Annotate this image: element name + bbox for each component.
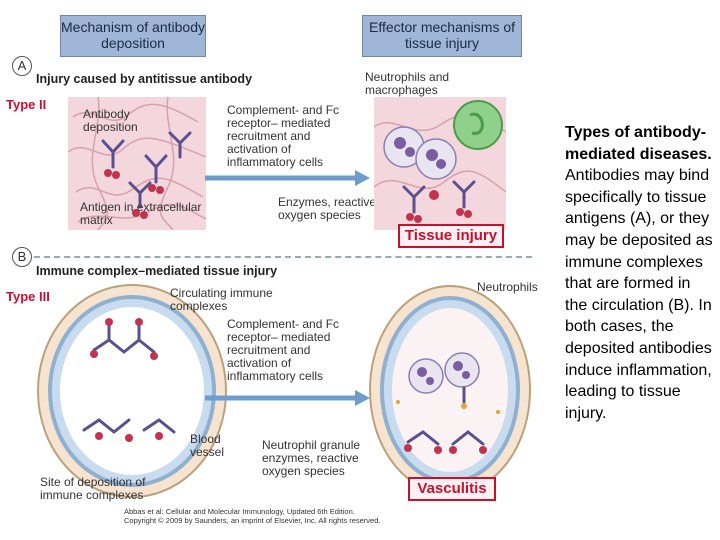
tissue-injury-badge: Tissue injury bbox=[398, 224, 504, 248]
vasculitis-illustration bbox=[369, 285, 531, 495]
mechanism-header: Mechanism of antibody deposition bbox=[60, 15, 206, 57]
type-iii-label: Type III bbox=[6, 289, 50, 304]
blood-vessel-illustration bbox=[37, 284, 227, 498]
antibody-deposition-label: Antibody deposition bbox=[83, 107, 138, 134]
neutrophils-label: Neutrophils bbox=[477, 280, 538, 294]
section-a-letter: A bbox=[12, 56, 32, 76]
circulating-label: Circulating immune complexes bbox=[170, 286, 273, 313]
copyright-line-1: Abbas et al: Cellular and Molecular Immu… bbox=[124, 507, 355, 516]
arrow-b-icon bbox=[205, 390, 370, 406]
section-b-title: Immune complex–mediated tissue injury bbox=[36, 264, 278, 278]
site-label: Site of deposition of immune complexes bbox=[40, 475, 146, 502]
section-divider bbox=[34, 256, 532, 258]
arrow-a-icon bbox=[205, 170, 370, 186]
copyright-line-2: Copyright © 2009 by Saunders, an imprint… bbox=[124, 516, 381, 525]
recruitment-b-label: Complement- and Fc receptor– mediated re… bbox=[227, 317, 340, 383]
figure-caption: Types of antibody-mediated diseases. Ant… bbox=[565, 122, 715, 424]
enzymes-a-label: Enzymes, reactive oxygen species bbox=[278, 195, 377, 222]
caption-body: Antibodies may bind specifically to tiss… bbox=[565, 167, 713, 422]
caption-title: Types of antibody-mediated diseases. bbox=[565, 124, 712, 163]
antigen-label: Antigen in extracellular matrix bbox=[80, 200, 202, 227]
section-a-title: Injury caused by antitissue antibody bbox=[36, 72, 253, 86]
vasculitis-badge: Vasculitis bbox=[408, 477, 496, 501]
neutrophils-macrophages-label: Neutrophils and macrophages bbox=[365, 70, 450, 97]
effector-header: Effector mechanisms of tissue injury bbox=[362, 15, 522, 57]
section-b-letter: B bbox=[12, 247, 32, 267]
blood-vessel-label: Blood vessel bbox=[190, 432, 225, 459]
tissue-injury-illustration bbox=[374, 97, 506, 230]
granule-label: Neutrophil granule enzymes, reactive oxy… bbox=[262, 438, 361, 478]
antibody-deposition-illustration bbox=[68, 97, 206, 230]
type-ii-label: Type II bbox=[6, 97, 47, 112]
recruitment-a-label: Complement- and Fc receptor– mediated re… bbox=[227, 103, 340, 169]
